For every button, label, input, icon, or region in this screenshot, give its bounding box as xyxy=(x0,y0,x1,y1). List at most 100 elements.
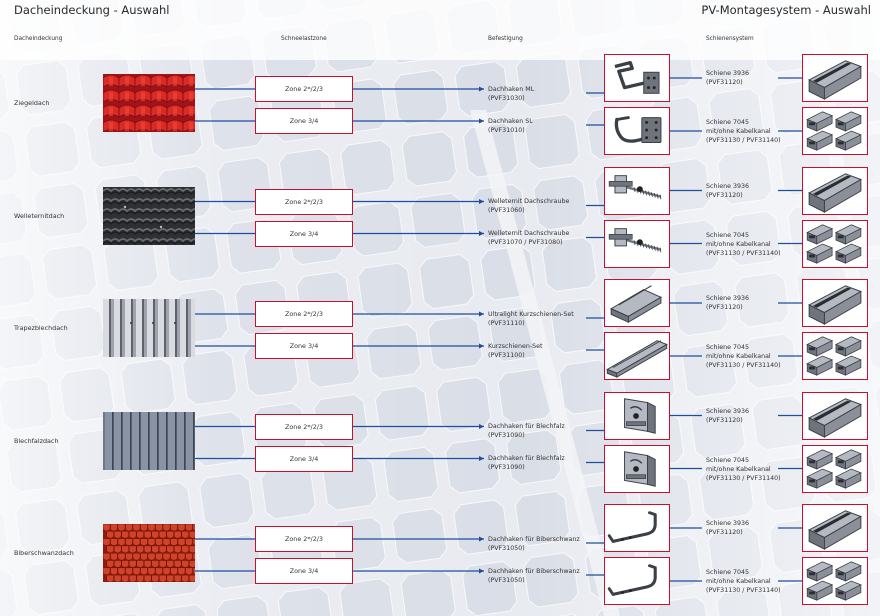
snow-zone-box[interactable]: Zone 2*/2/3 xyxy=(255,413,353,440)
fixing-name: Dachhaken für Biberschwanz xyxy=(488,567,580,575)
snow-zone-box[interactable]: Zone 3/4 xyxy=(255,445,353,472)
roof-hook-plate-icon xyxy=(605,108,669,154)
snow-zone-box[interactable]: Zone 2*/2/3 xyxy=(255,526,353,552)
rail-code: (PVF31120) xyxy=(706,79,743,86)
fixing-code: (PVF31050) xyxy=(488,544,525,552)
snow-zone-box[interactable]: Zone 3/4 xyxy=(255,333,353,359)
fixing-product-image[interactable] xyxy=(604,279,670,327)
rail-product-image[interactable] xyxy=(802,279,868,327)
rail-single-icon xyxy=(803,393,867,439)
page-title-left: Dacheindeckung - Auswahl xyxy=(14,3,170,17)
fixing-description: Dachhaken für Blechfalz (PVF31090) xyxy=(488,422,565,440)
rail-description: Schiene 3936(PVF31120) xyxy=(706,294,749,312)
roof-type-label: Biberschwanzdach xyxy=(14,549,74,557)
column-header-roof: Dacheindeckung xyxy=(14,36,63,42)
snow-zone-box[interactable]: Zone 2*/2/3 xyxy=(255,188,353,215)
rail-code: (PVF31120) xyxy=(706,191,743,199)
rail-single-icon xyxy=(803,168,867,214)
short-rail-icon xyxy=(605,280,669,326)
fixing-description: Dachhaken SL(PVF31010) xyxy=(488,117,533,135)
snow-zone-box[interactable]: Zone 2*/2/3 xyxy=(255,301,353,327)
fixing-description: Dachhaken für Biberschwanz(PVF31050) xyxy=(488,535,580,553)
column-header-rail: Schienensystem xyxy=(706,36,754,42)
roof-type-label: Ziegeldach xyxy=(14,99,50,107)
snow-zone-label: Zone 3/4 xyxy=(289,454,319,463)
fixing-code: (PVF31060) xyxy=(488,207,525,214)
rail-name: Schiene 3936 xyxy=(706,407,749,415)
rail-cable-duct-note: mit/ohne Kabelkanal xyxy=(706,240,771,248)
fixing-product-image[interactable] xyxy=(604,219,670,268)
rail-product-image[interactable] xyxy=(802,444,868,493)
rail-product-image[interactable] xyxy=(802,107,868,155)
rail-name: Schiene 3936 xyxy=(706,295,749,302)
rail-product-image[interactable] xyxy=(802,219,868,268)
roof-screw-icon xyxy=(605,221,669,267)
snow-zone-label: Zone 3/4 xyxy=(289,342,319,350)
fixing-name: Dachhaken ML xyxy=(488,85,535,93)
seam-clamp-icon xyxy=(605,393,669,439)
fixing-description: Dachhaken für Biberschwanz(PVF31050) xyxy=(488,567,580,585)
roof-texture-image xyxy=(103,411,195,470)
rail-cable-duct-note: mit/ohne Kabelkanal xyxy=(706,353,771,360)
rail-double-icon xyxy=(803,558,867,604)
fixing-code: (PVF31090) xyxy=(488,432,525,439)
long-rail-icon xyxy=(605,333,669,379)
flat-hook-icon xyxy=(605,505,669,551)
fixing-code: (PVF31030) xyxy=(488,94,525,102)
fixing-product-image[interactable] xyxy=(604,557,670,605)
rail-double-icon xyxy=(803,108,867,154)
rail-product-image[interactable] xyxy=(802,557,868,605)
rail-cable-duct-note: mit/ohne Kabelkanal xyxy=(706,465,771,473)
fixing-product-image[interactable] xyxy=(604,504,670,552)
rail-cable-duct-note: mit/ohne Kabelkanal xyxy=(706,578,771,585)
fixing-name: Dachhaken SL xyxy=(488,117,533,125)
snow-zone-label: Zone 2*/2/3 xyxy=(284,310,323,318)
rail-name: Schiene 7045 xyxy=(706,344,749,351)
rail-code: (PVF31130 / PVF31140) xyxy=(706,137,781,144)
snow-zone-label: Zone 3/4 xyxy=(289,229,319,238)
rail-product-image[interactable] xyxy=(802,166,868,215)
snow-zone-label: Zone 2*/2/3 xyxy=(284,85,323,93)
fixing-description: Welleternit Dachschraube(PVF31070 / PVF3… xyxy=(488,229,569,247)
rail-product-image[interactable] xyxy=(802,54,868,102)
fixing-description: Ultralight Kurzschienen-Set(PVF31110) xyxy=(488,310,574,328)
snow-zone-label: Zone 3/4 xyxy=(289,117,319,125)
fixing-name: Dachhaken für Blechfalz xyxy=(488,423,565,430)
fixing-product-image[interactable] xyxy=(604,332,670,380)
fixing-name: Kurzschienen-Set xyxy=(488,342,543,350)
fixing-code: (PVF31110) xyxy=(488,319,525,327)
fixing-product-image[interactable] xyxy=(604,107,670,155)
rail-code: (PVF31120) xyxy=(706,416,743,424)
snow-zone-box[interactable]: Zone 3/4 xyxy=(255,558,353,584)
page-title-right: PV-Montagesystem - Auswahl xyxy=(701,3,871,17)
fixing-product-image[interactable] xyxy=(604,54,670,102)
fixing-product-image[interactable] xyxy=(604,444,670,493)
roof-type-label: Trapezblechdach xyxy=(14,324,68,332)
fixing-product-image[interactable] xyxy=(604,391,670,440)
roof-texture-image xyxy=(103,524,195,582)
roof-texture-image xyxy=(103,186,195,245)
rail-product-image[interactable] xyxy=(802,332,868,380)
rail-product-image[interactable] xyxy=(802,391,868,440)
fixing-name: Welleternit Dachschraube xyxy=(488,230,570,237)
rail-code: (PVF31120) xyxy=(706,529,743,536)
rail-code: (PVF31130 / PVF31140) xyxy=(706,474,781,482)
roof-hook-icon xyxy=(605,55,669,101)
roof-type-label: Blechfalzdach xyxy=(14,436,59,445)
snow-zone-label: Zone 2*/2/3 xyxy=(284,197,323,206)
rail-code: (PVF31130 / PVF31140) xyxy=(706,249,781,257)
rail-code: (PVF31130 / PVF31140) xyxy=(706,587,781,594)
snow-zone-box[interactable]: Zone 2*/2/3 xyxy=(255,76,353,102)
fixing-name: Dachhaken für Biberschwanz xyxy=(488,535,580,543)
rail-name: Schiene 7045 xyxy=(706,231,749,239)
snow-zone-box[interactable]: Zone 3/4 xyxy=(255,220,353,247)
fixing-description: Kurzschienen-Set(PVF31100) xyxy=(488,342,543,360)
snow-zone-box[interactable]: Zone 3/4 xyxy=(255,108,353,134)
seam-clamp-icon xyxy=(605,446,669,492)
fixing-product-image[interactable] xyxy=(604,166,670,215)
rail-product-image[interactable] xyxy=(802,504,868,552)
